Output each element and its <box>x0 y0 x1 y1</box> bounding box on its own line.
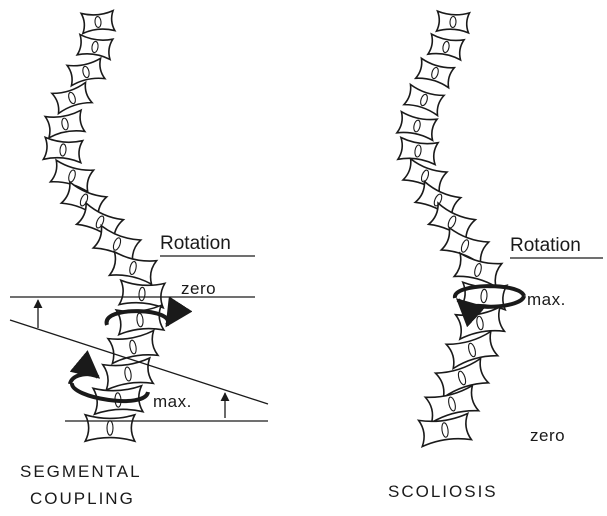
vertebra <box>108 331 158 364</box>
right-zero-label: zero <box>530 426 565 445</box>
vertebra <box>416 58 455 87</box>
vertebra <box>119 280 165 307</box>
rotation-arrowhead-lower <box>70 374 98 384</box>
vertebra <box>428 34 464 60</box>
right-spine <box>397 11 507 446</box>
left-caption-line2: COUPLING <box>30 489 135 508</box>
left-rotation-heading: Rotation <box>160 233 231 254</box>
vertebra <box>52 82 92 113</box>
vertebra <box>456 307 505 339</box>
left-max-label: max. <box>153 392 192 411</box>
right-max-label: max. <box>527 290 566 309</box>
vertebra <box>85 415 135 441</box>
vertebra <box>77 35 113 60</box>
vertebra <box>419 413 472 446</box>
vertebra <box>81 11 115 34</box>
right-caption: SCOLIOSIS <box>388 482 498 501</box>
vertebra <box>397 112 437 141</box>
vertebra <box>398 137 438 164</box>
vertebra <box>103 358 154 390</box>
left-spine <box>43 11 164 442</box>
vertebra <box>404 84 444 115</box>
right-rotation-heading: Rotation <box>510 235 581 256</box>
vertebra <box>436 11 469 33</box>
left-zero-label: zero <box>181 279 216 298</box>
vertebra <box>43 137 82 162</box>
vertebra <box>45 110 85 138</box>
left-caption-line1: SEGMENTAL <box>20 462 142 481</box>
